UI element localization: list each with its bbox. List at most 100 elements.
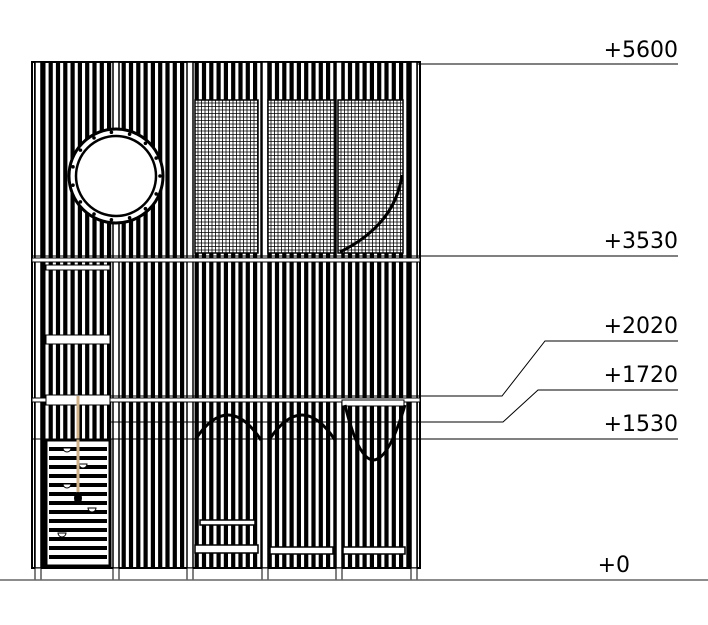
slat xyxy=(326,63,331,567)
level-markers: +5600 +3530 +2020 +1720 +1530 +0 xyxy=(0,38,708,581)
porthole-bolt xyxy=(92,136,96,140)
slat xyxy=(384,63,389,567)
slat xyxy=(369,63,374,567)
slat xyxy=(121,63,126,567)
platform-bar xyxy=(45,264,111,271)
wall-plank xyxy=(49,546,107,550)
slat xyxy=(289,63,294,567)
slat xyxy=(99,63,104,567)
porthole-window xyxy=(74,134,158,218)
slat xyxy=(238,63,243,567)
post-foot xyxy=(335,567,343,581)
climbing-hold xyxy=(62,483,72,489)
slat xyxy=(377,63,382,567)
porthole-bolt xyxy=(154,156,158,160)
wall-plank xyxy=(49,555,107,559)
slat xyxy=(92,63,97,567)
platform-bar xyxy=(341,399,405,407)
porthole-bolt xyxy=(154,192,158,196)
slat xyxy=(180,63,185,567)
porthole-bolt xyxy=(109,130,114,135)
slat xyxy=(362,63,367,567)
slat xyxy=(304,63,309,567)
net-curve xyxy=(343,404,407,462)
slat xyxy=(216,63,221,567)
slat xyxy=(231,63,236,567)
slat xyxy=(311,63,316,567)
slat xyxy=(136,63,141,567)
post-foot xyxy=(261,567,269,581)
slat xyxy=(41,63,46,567)
porthole-bolt xyxy=(71,165,75,169)
slat xyxy=(77,63,82,567)
slat xyxy=(158,63,163,567)
porthole-bolt xyxy=(127,216,132,220)
porthole-bolt xyxy=(78,200,83,204)
bench-plank xyxy=(269,546,334,555)
level-label-5600: +5600 xyxy=(604,38,678,63)
porthole-bolt xyxy=(78,148,83,152)
climbing-hold xyxy=(62,447,72,453)
porthole-bolt xyxy=(143,206,148,211)
platform-bar xyxy=(45,334,111,345)
slat xyxy=(347,63,353,567)
level-label-0: +0 xyxy=(598,553,630,578)
porthole-bolt xyxy=(71,183,75,187)
slat xyxy=(194,63,199,567)
bench-plank xyxy=(199,519,256,526)
post-foot xyxy=(112,567,120,581)
porthole-bolt xyxy=(127,132,132,136)
porthole-bolt xyxy=(92,212,96,216)
slide-curve xyxy=(339,174,404,254)
level-label-1720: +1720 xyxy=(604,363,678,388)
post xyxy=(186,61,194,569)
climbing-hold xyxy=(87,507,97,513)
bench-plank xyxy=(194,544,259,554)
post xyxy=(261,61,269,569)
porthole-bolt xyxy=(158,174,162,178)
porthole-bolt xyxy=(109,217,114,222)
structure xyxy=(31,61,421,581)
rope-knot xyxy=(74,492,82,504)
slat xyxy=(85,63,90,567)
slat xyxy=(55,63,61,567)
slat xyxy=(63,63,68,567)
wall-plank xyxy=(49,510,107,514)
slat xyxy=(296,63,301,567)
post-foot xyxy=(186,567,194,581)
bench-plank xyxy=(342,546,406,555)
post-foot xyxy=(34,567,42,581)
porthole-bolt xyxy=(143,141,148,146)
slat xyxy=(201,63,207,567)
post xyxy=(34,61,42,569)
rail xyxy=(31,397,421,403)
slat xyxy=(223,63,228,567)
slat xyxy=(143,63,148,567)
slat xyxy=(209,63,214,567)
slat xyxy=(406,63,411,567)
slat xyxy=(399,63,404,567)
slat xyxy=(274,63,280,567)
level-leader-2020 xyxy=(110,340,678,397)
level-leader-1720 xyxy=(110,389,678,423)
post-foot xyxy=(410,567,418,581)
slat xyxy=(267,63,272,567)
slat xyxy=(245,63,250,567)
slat xyxy=(391,63,396,567)
slat xyxy=(48,63,53,567)
level-label-2020: +2020 xyxy=(604,314,678,339)
slat xyxy=(107,63,112,567)
arch xyxy=(267,413,337,441)
wall-plank xyxy=(49,537,107,541)
slat xyxy=(253,63,258,567)
climbing-hold xyxy=(78,463,88,469)
slat xyxy=(70,63,75,567)
level-label-1530: +1530 xyxy=(604,412,678,437)
wall-plank xyxy=(49,528,107,532)
slat xyxy=(318,63,323,567)
slat xyxy=(128,63,134,567)
slat xyxy=(165,63,170,567)
level-label-3530: +3530 xyxy=(604,229,678,254)
wall-plank xyxy=(49,519,107,523)
